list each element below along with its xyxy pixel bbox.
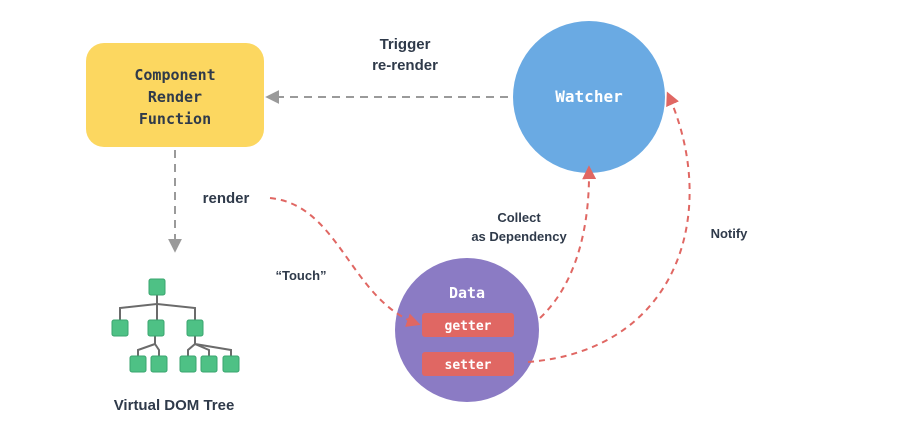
- data-label: Data: [449, 284, 485, 302]
- tree-cube: [147, 319, 165, 337]
- tree-cube: [186, 319, 204, 337]
- collect-label-line-1: Collect: [497, 210, 541, 225]
- collect-dependency-arrow: [539, 165, 597, 319]
- render-label: render: [203, 190, 250, 207]
- notify-label: Notify: [711, 226, 749, 241]
- getter-pill: getter: [422, 313, 514, 337]
- trigger-label-line-2: re-render: [372, 57, 438, 74]
- touch-label: “Touch”: [275, 268, 326, 283]
- component-label-line-1: Component: [134, 66, 215, 84]
- collect-label-line-2: as Dependency: [471, 229, 567, 244]
- watcher-node: Watcher: [513, 21, 665, 173]
- trigger-label-line-1: Trigger: [380, 36, 431, 53]
- component-label-line-2: Render: [148, 88, 202, 106]
- setter-label: setter: [445, 358, 492, 373]
- watcher-label: Watcher: [555, 87, 622, 106]
- tree-cube: [179, 355, 197, 373]
- tree-cube: [200, 355, 218, 373]
- virtual-dom-tree-label: Virtual DOM Tree: [114, 397, 235, 414]
- component-label-line-3: Function: [139, 110, 211, 128]
- tree-cube: [111, 319, 129, 337]
- virtual-dom-tree-icon: [111, 278, 240, 373]
- getter-label: getter: [445, 319, 492, 334]
- tree-cube: [129, 355, 147, 373]
- tree-cube: [148, 278, 166, 296]
- tree-cube: [150, 355, 168, 373]
- data-node: Data getter setter: [395, 258, 539, 402]
- tree-cube: [222, 355, 240, 373]
- notify-arrow: [527, 91, 691, 363]
- touch-arrow: [269, 197, 421, 327]
- setter-pill: setter: [422, 352, 514, 376]
- component-render-function-node: Component Render Function: [86, 43, 264, 147]
